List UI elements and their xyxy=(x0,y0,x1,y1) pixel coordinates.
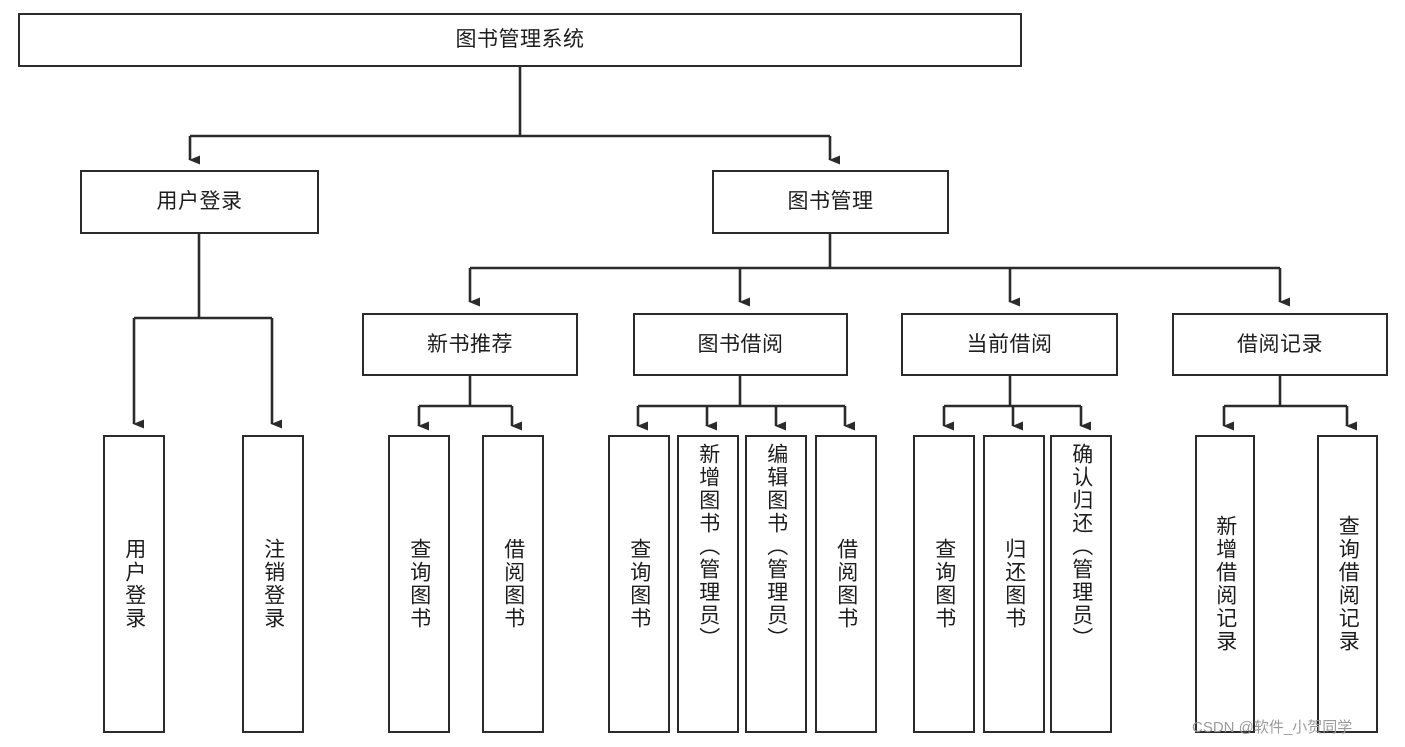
leaf-current-borrow-3[interactable]: 确认归还（管理员） xyxy=(1050,435,1112,733)
leaf-book-borrow-2-label: 新增图书（管理员） xyxy=(696,443,720,650)
leaf-borrow-record-1-label: 新增借阅记录 xyxy=(1213,515,1237,653)
node-current-borrow-label: 当前借阅 xyxy=(966,332,1053,356)
leaf-book-borrow-3-label: 编辑图书（管理员） xyxy=(764,443,788,650)
csdn-watermark: CSDN @软件_小贺同学 xyxy=(1192,719,1353,736)
node-user-login-label: 用户登录 xyxy=(156,190,243,214)
node-new-book-recommend[interactable]: 新书推荐 xyxy=(362,313,578,376)
leaf-new-book-1[interactable]: 查询图书 xyxy=(388,435,450,733)
leaf-current-borrow-3-label: 确认归还（管理员） xyxy=(1069,443,1093,650)
leaf-user-login-2[interactable]: 注销登录 xyxy=(242,435,304,733)
leaf-book-borrow-3[interactable]: 编辑图书（管理员） xyxy=(745,435,807,733)
node-current-borrow[interactable]: 当前借阅 xyxy=(901,313,1118,376)
leaf-borrow-record-2-label: 查询借阅记录 xyxy=(1336,515,1360,653)
node-book-borrow-label: 图书借阅 xyxy=(697,332,784,356)
leaf-borrow-record-2[interactable]: 查询借阅记录 xyxy=(1317,435,1378,733)
leaf-current-borrow-1[interactable]: 查询图书 xyxy=(913,435,975,733)
node-book-management-label: 图书管理 xyxy=(787,190,874,214)
leaf-new-book-2-label: 借阅图书 xyxy=(501,538,525,630)
node-root-label: 图书管理系统 xyxy=(455,28,585,52)
leaf-book-borrow-1[interactable]: 查询图书 xyxy=(608,435,670,733)
leaf-book-borrow-1-label: 查询图书 xyxy=(627,538,651,630)
node-borrow-records[interactable]: 借阅记录 xyxy=(1172,313,1388,376)
leaf-user-login-1-label: 用户登录 xyxy=(122,538,146,630)
node-user-login[interactable]: 用户登录 xyxy=(80,170,319,234)
node-book-management[interactable]: 图书管理 xyxy=(712,170,949,234)
leaf-book-borrow-4[interactable]: 借阅图书 xyxy=(815,435,877,733)
leaf-user-login-1[interactable]: 用户登录 xyxy=(103,435,165,733)
leaf-book-borrow-2[interactable]: 新增图书（管理员） xyxy=(677,435,739,733)
node-book-borrow[interactable]: 图书借阅 xyxy=(633,313,848,376)
leaf-current-borrow-2-label: 归还图书 xyxy=(1002,538,1026,630)
leaf-borrow-record-1[interactable]: 新增借阅记录 xyxy=(1195,435,1255,733)
node-root[interactable]: 图书管理系统 xyxy=(18,13,1022,67)
leaf-new-book-2[interactable]: 借阅图书 xyxy=(482,435,544,733)
leaf-user-login-2-label: 注销登录 xyxy=(261,538,285,630)
leaf-current-borrow-1-label: 查询图书 xyxy=(932,538,956,630)
leaf-book-borrow-4-label: 借阅图书 xyxy=(834,538,858,630)
node-borrow-records-label: 借阅记录 xyxy=(1237,332,1323,356)
leaf-current-borrow-2[interactable]: 归还图书 xyxy=(983,435,1045,733)
node-new-book-recommend-label: 新书推荐 xyxy=(427,332,513,356)
leaf-new-book-1-label: 查询图书 xyxy=(407,538,431,630)
